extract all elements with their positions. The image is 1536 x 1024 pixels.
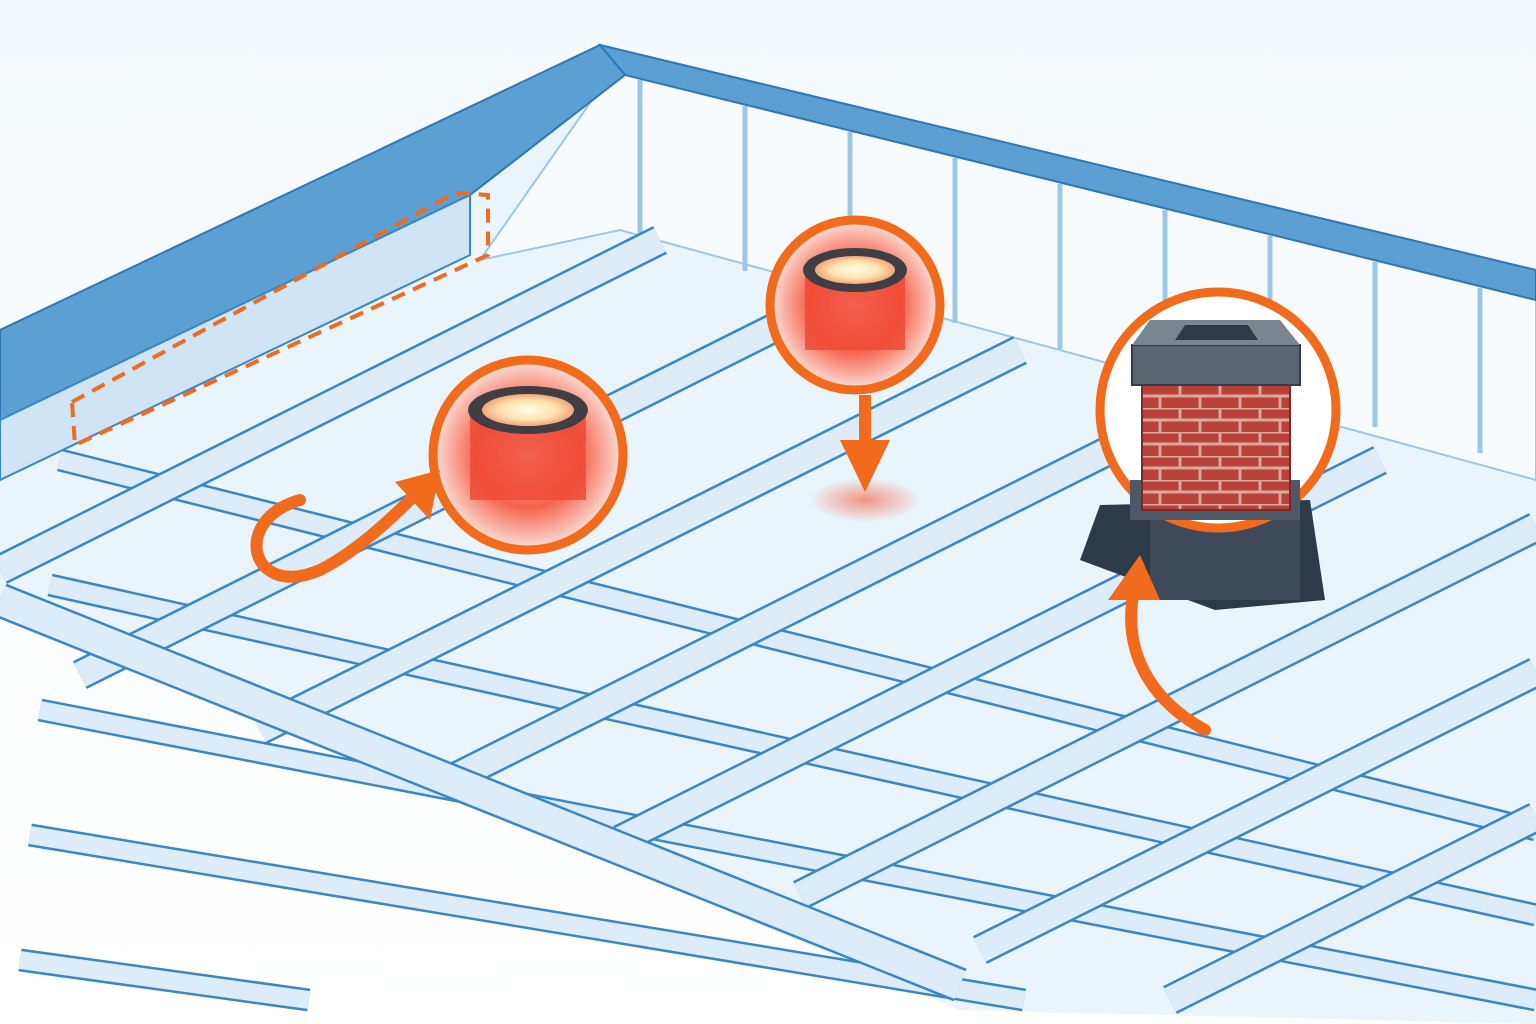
wall-top-plate-left: [0, 43, 627, 422]
floor-joist: [1164, 805, 1536, 1012]
recessed-light-icon: [803, 248, 907, 350]
chimney-icon: [1130, 320, 1301, 520]
blocking: [57, 451, 1536, 839]
floor-joist: [974, 660, 1536, 962]
callout-recessed-light-2: [765, 215, 945, 395]
blocking: [18, 951, 310, 1009]
arrowhead-icon: [1108, 555, 1160, 600]
left-top-plate: [0, 193, 471, 482]
arrowhead-icon: [840, 440, 890, 492]
arrowhead-icon: [395, 470, 440, 520]
rim-joist: [0, 586, 966, 999]
callout-recessed-light-1: [428, 355, 628, 555]
floor-joist: [254, 338, 1026, 742]
curved-arrow-icon: [1125, 579, 1211, 736]
recessed-light-icon: [468, 386, 588, 500]
callout-chimney: [1095, 287, 1341, 533]
curved-arrow-icon: [250, 484, 426, 583]
blocking: [28, 826, 1026, 1009]
dashed-outline-top-plate-icon: [69, 190, 490, 449]
floor-joist: [0, 228, 666, 582]
floor-joist: [434, 393, 1206, 797]
floor-hotspot: [810, 478, 920, 522]
